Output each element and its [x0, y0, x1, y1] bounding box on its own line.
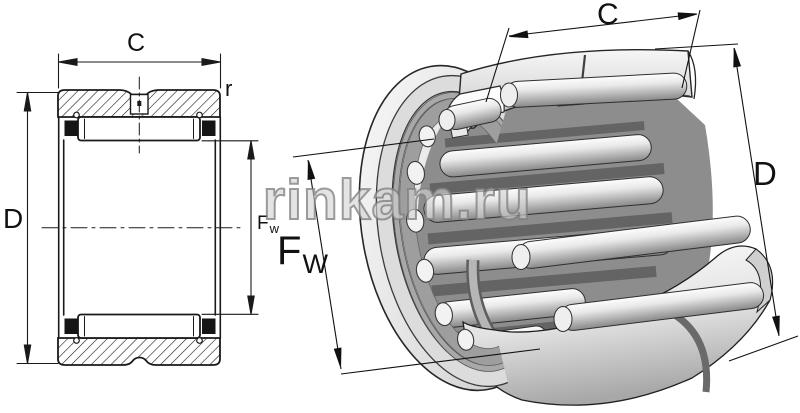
outer-ring-bottom-section	[57, 337, 221, 366]
iso-view	[292, 9, 799, 406]
cage-section-left	[64, 120, 78, 136]
watermark: rinkam.ru	[262, 167, 532, 233]
roller-end-caps	[406, 125, 475, 351]
dimension-d-section	[16, 91, 59, 365]
section-radius-label: r	[225, 76, 233, 101]
exposed-rollers	[511, 215, 765, 332]
needle-roller-top	[64, 111, 216, 142]
section-width-label: C	[127, 29, 146, 57]
iso-bore-label: FW	[277, 229, 328, 278]
dimension-fw-iso	[292, 138, 541, 375]
section-bore-label: Fw	[257, 213, 279, 236]
section-view	[16, 53, 259, 366]
section-bore-label-sub: w	[269, 221, 279, 236]
cage-section-right	[202, 318, 216, 334]
cage-section-right	[202, 120, 216, 136]
needle-roller-bottom	[64, 313, 216, 344]
iso-width-label: C	[597, 0, 619, 31]
iso-bore-label-main: F	[277, 229, 302, 273]
iso-outer-diameter-label: D	[753, 155, 777, 192]
top-exposed-roller	[438, 72, 688, 131]
outer-ring-bottom-shell	[462, 245, 774, 406]
dimension-c-section	[57, 53, 222, 89]
section-outer-diameter-label: D	[3, 203, 24, 234]
section-bore-label-main: F	[257, 213, 269, 234]
dimension-c-iso	[485, 9, 701, 103]
cage-section-left	[64, 318, 78, 334]
iso-bore-label-sub: W	[302, 249, 328, 279]
dimension-fw-section	[201, 140, 259, 315]
dimension-d-iso	[654, 43, 799, 362]
